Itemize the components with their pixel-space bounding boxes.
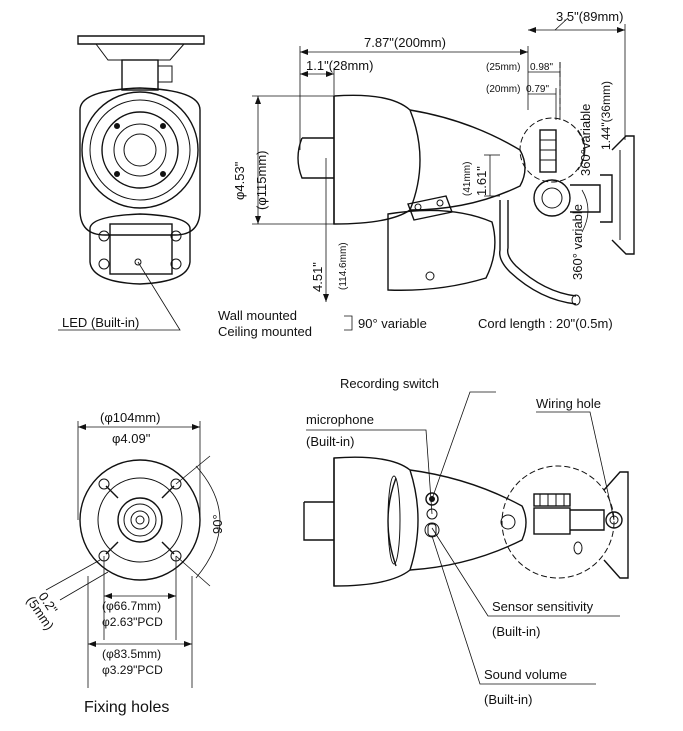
dim-bracket: 3.5"(89mm): [556, 9, 623, 24]
dim-409: φ4.09": [112, 431, 151, 446]
dim-20mm: (20mm): [486, 84, 520, 95]
ceiling-mounted-label: Ceiling mounted: [218, 324, 312, 339]
side-detail-drawing: [303, 391, 629, 685]
wall-mounted-label: Wall mounted: [218, 308, 297, 323]
dim-1146: (114.6mm): [338, 242, 349, 290]
wiring-hole-label: Wiring hole: [536, 396, 601, 411]
dim-25mm: (25mm): [486, 62, 520, 73]
rotation-360-upper: 360°variable: [578, 104, 593, 176]
dim-144: 1.44"(36mm): [599, 81, 613, 150]
sensor-built-in: (Built-in): [492, 624, 540, 639]
fixing-holes-title: Fixing holes: [84, 699, 169, 716]
microphone-label: microphone: [306, 412, 374, 427]
tilt-variable-label: 90° variable: [358, 316, 427, 331]
dim-079: 0.79": [526, 84, 549, 95]
angle-90: 90°: [210, 514, 225, 534]
sound-built-in: (Built-in): [484, 692, 532, 707]
pcd2-mm: (φ83.5mm): [102, 647, 161, 661]
pcd1-in: φ2.63"PCD: [102, 615, 163, 629]
dim-451: 4.51": [310, 262, 325, 292]
recording-switch-label: Recording switch: [340, 376, 439, 391]
dim-098: 0.98": [530, 62, 553, 73]
dim-161: 1.61": [474, 166, 489, 196]
microphone-built-in: (Built-in): [306, 434, 354, 449]
fixing-holes-drawing: [45, 421, 221, 688]
dim-length: 7.87"(200mm): [364, 35, 446, 50]
dim-diameter-in: φ4.53": [232, 161, 247, 200]
front-view-drawing: [58, 35, 205, 331]
dim-front: 1.1"(28mm): [306, 58, 373, 73]
side-view-drawing: [252, 17, 635, 331]
dim-diameter-mm: (φ115mm): [254, 151, 269, 210]
sound-volume-label: Sound volume: [484, 667, 567, 682]
cord-length-label: Cord length : 20"(0.5m): [478, 316, 613, 331]
led-label: LED (Built-in): [62, 315, 139, 330]
rotation-360-lower: 360° variable: [570, 204, 585, 280]
pcd1-mm: (φ66.7mm): [102, 599, 161, 613]
dim-41mm: (41mm): [462, 162, 473, 196]
sensor-sensitivity-label: Sensor sensitivity: [492, 599, 594, 614]
dim-104mm: (φ104mm): [100, 410, 160, 425]
pcd2-in: φ3.29"PCD: [102, 663, 163, 677]
